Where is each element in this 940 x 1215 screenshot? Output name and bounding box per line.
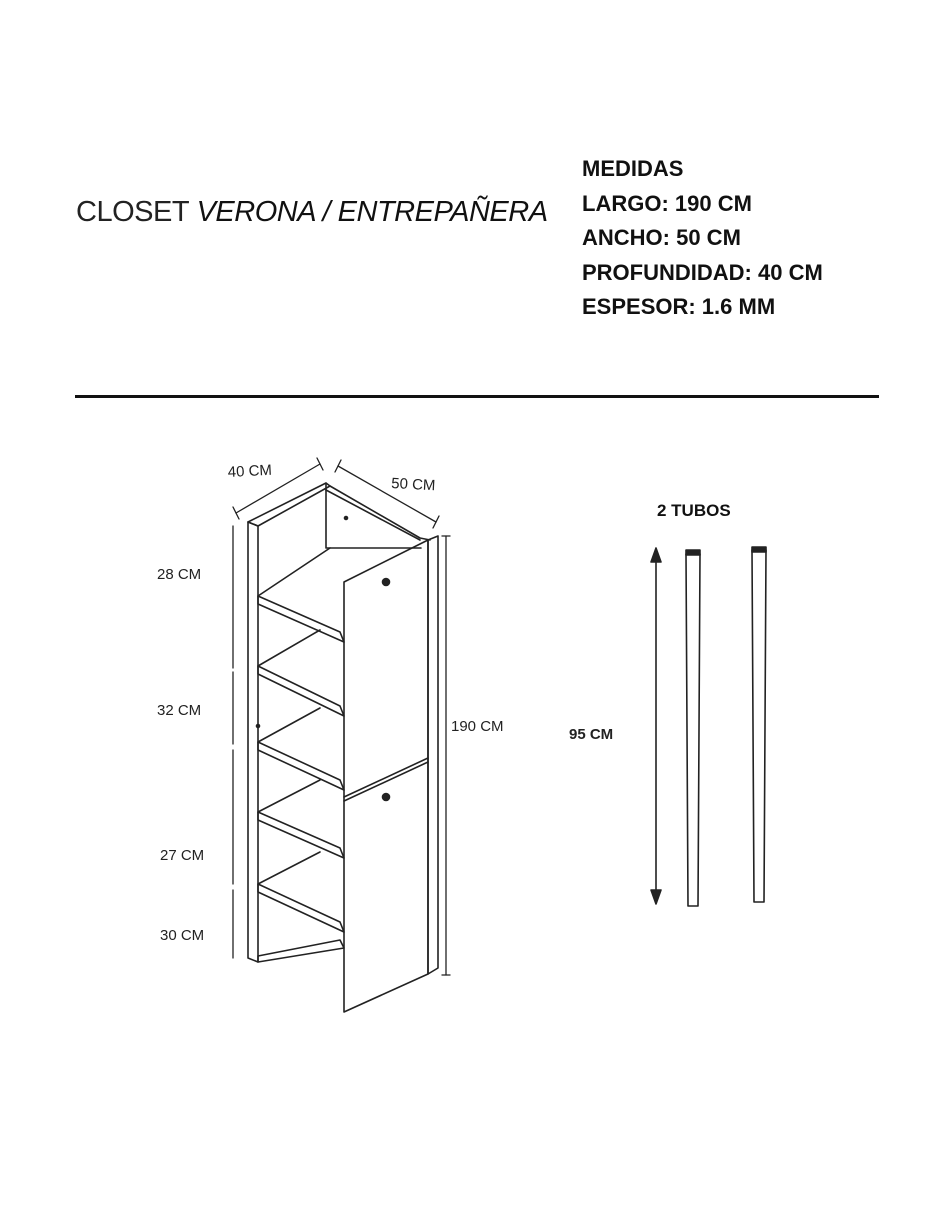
closet-shelf xyxy=(257,883,345,933)
closet-bottom-shelf xyxy=(257,939,345,963)
tube-right xyxy=(751,549,767,903)
closet-shelf xyxy=(257,811,345,859)
closet-door-split-edge xyxy=(343,761,429,802)
product-title: CLOSET VERONA / ENTREPAÑERA xyxy=(76,196,548,229)
title-name: VERONA / ENTREPAÑERA xyxy=(196,196,548,228)
specs-heading: MEDIDAS xyxy=(582,156,684,181)
section-label-1: 28 CM xyxy=(157,566,201,583)
closet-back-top xyxy=(325,482,422,549)
tubes-title: 2 TUBOS xyxy=(657,501,731,520)
spec-profundidad: PROFUNDIDAD: 40 CM xyxy=(582,259,823,285)
closet-right-side-panel xyxy=(343,539,429,1013)
closet-right-side-edge xyxy=(427,535,439,975)
section-label-3: 27 CM xyxy=(160,847,204,864)
tube-right-cap xyxy=(751,546,767,553)
closet-drawing xyxy=(247,482,439,1013)
closet-side-dot xyxy=(255,723,261,729)
tube-left xyxy=(685,553,701,907)
section-label-4: 30 CM xyxy=(160,927,204,944)
width-dim-line xyxy=(337,465,437,523)
tubes-drawing xyxy=(650,546,767,907)
closet-shelves xyxy=(257,547,345,963)
tube-length-label: 95 CM xyxy=(569,726,613,743)
depth-dim-line xyxy=(235,463,321,514)
closet-back-top-line xyxy=(325,489,421,541)
closet-door-split xyxy=(343,757,429,798)
closet-back-dot xyxy=(343,515,349,521)
closet-left-side-panel xyxy=(247,521,259,963)
height-label: 190 CM xyxy=(451,718,504,735)
specs-block: MEDIDAS LARGO: 190 CM ANCHO: 50 CM PROFU… xyxy=(582,152,823,325)
closet-shelf xyxy=(257,595,345,643)
closet-left-side-top xyxy=(247,482,331,527)
tube-arrow-head-top xyxy=(650,547,662,563)
spec-espesor: ESPESOR: 1.6 MM xyxy=(582,294,776,319)
closet-right-top-edge xyxy=(329,485,431,541)
divider-line xyxy=(75,395,879,398)
depth-label: 40 CM xyxy=(227,462,272,481)
spec-ancho: ANCHO: 50 CM xyxy=(582,225,741,250)
closet-dimensions xyxy=(232,457,451,976)
closet-shelf xyxy=(257,741,345,791)
spec-largo: LARGO: 190 CM xyxy=(582,190,752,216)
tube-arrow-head-bottom xyxy=(650,889,662,905)
title-prefix: CLOSET xyxy=(76,196,190,228)
closet-door-knob-bottom xyxy=(381,792,391,802)
closet-door-knob-top xyxy=(381,577,391,587)
width-label: 50 CM xyxy=(391,475,436,494)
section-label-2: 32 CM xyxy=(157,702,201,719)
closet-shelf xyxy=(257,665,345,717)
tube-left-cap xyxy=(685,549,701,556)
